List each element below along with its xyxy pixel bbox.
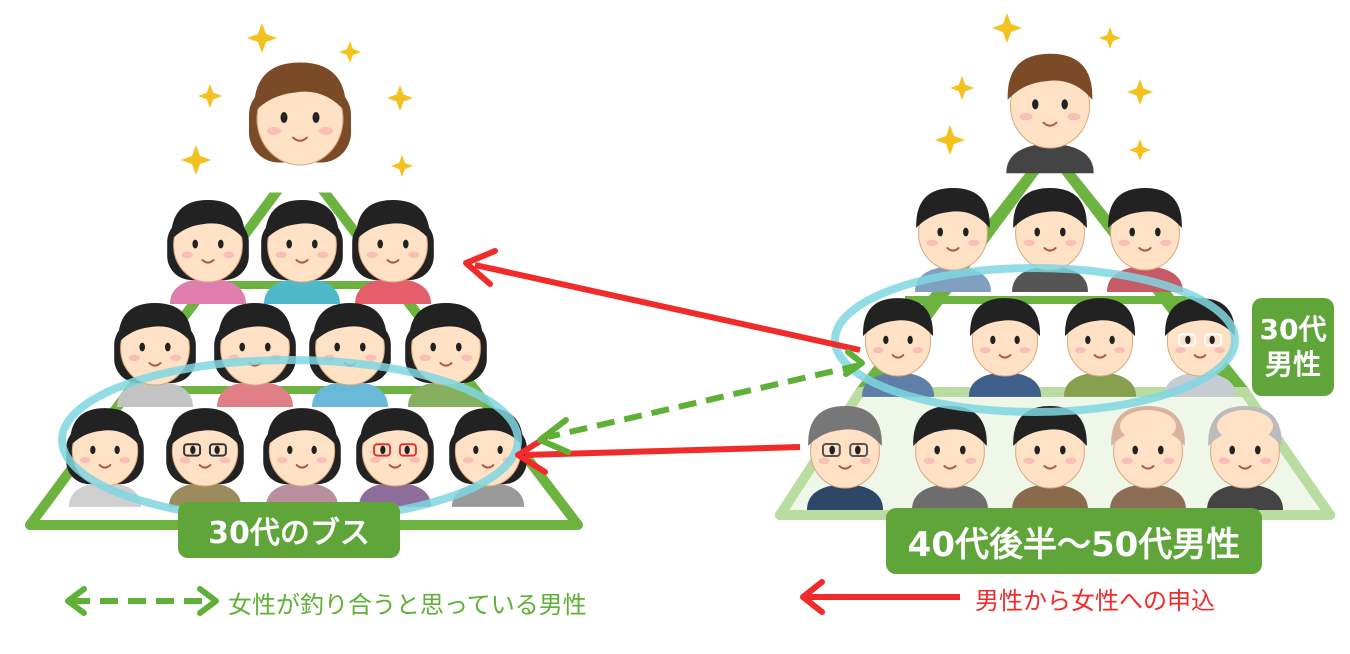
woman-face-icon: [214, 303, 296, 407]
man-face-icon: [1207, 406, 1283, 510]
man-face-icon: [968, 298, 1042, 397]
star-icon: [992, 13, 1022, 43]
red-arrow-lower-line: [524, 444, 801, 458]
man-face-icon: [861, 298, 935, 397]
arrows: [463, 248, 865, 475]
star-icon: [950, 76, 974, 100]
right-target-label: 30代 男性: [1252, 298, 1334, 396]
star-icon: [247, 23, 277, 53]
woman-face-icon: [167, 200, 249, 304]
woman-face-icon: [166, 408, 244, 507]
star-icon: [181, 145, 211, 175]
woman-face-icon: [261, 200, 343, 304]
star-icon: [387, 85, 413, 111]
star-icon: [339, 41, 361, 63]
man-face-icon: [1110, 406, 1186, 510]
man-face-icon: [1012, 406, 1088, 510]
red-arrow-upper-line: [474, 262, 861, 353]
legend-dashed-text: 女性が釣り合うと思っている男性: [228, 591, 587, 619]
legend-solid-text: 男性から女性への申込: [975, 587, 1215, 615]
star-icon: [198, 84, 222, 108]
left-group-label: 30代のブス: [178, 502, 400, 558]
woman-face-icon: [66, 408, 144, 507]
woman-face-icon: [405, 303, 487, 407]
right-group-label: 40代後半〜50代男性: [886, 508, 1262, 574]
man-face-icon: [1006, 53, 1094, 174]
legend-dashed-arrow-icon: [65, 586, 219, 616]
red-arrow-lower-head: [515, 435, 548, 475]
man-face-icon: [912, 406, 988, 510]
red-arrow-upper-head: [463, 248, 498, 287]
star-icon: [1099, 27, 1121, 49]
woman-face-icon: [309, 303, 391, 407]
woman-face-icon: [249, 62, 351, 193]
green-dashed-arrow-line: [547, 362, 861, 440]
star-icon: [1129, 139, 1151, 161]
woman-face-icon: [114, 303, 196, 407]
man-face-icon: [1063, 298, 1137, 397]
star-icon: [935, 125, 965, 155]
woman-face-icon: [352, 200, 434, 304]
right-highlight-ellipse: [831, 264, 1239, 416]
faces-group: [66, 53, 1283, 510]
star-icon: [391, 155, 413, 177]
right-target-label-line1: 30代: [1259, 313, 1327, 346]
right-target-label-line2: 男性: [1264, 348, 1321, 381]
man-face-icon: [807, 406, 883, 510]
green-dashed-arrow-head: [537, 417, 571, 455]
star-icon: [1127, 79, 1153, 105]
legend-solid-arrow-icon: [800, 579, 960, 615]
green-dashed-arrow-tail-head: [843, 349, 865, 377]
woman-face-icon: [356, 408, 434, 507]
man-face-icon: [1012, 188, 1088, 292]
woman-face-icon: [263, 408, 341, 507]
man-face-icon: [1107, 188, 1183, 292]
stars-group: [181, 13, 1153, 177]
